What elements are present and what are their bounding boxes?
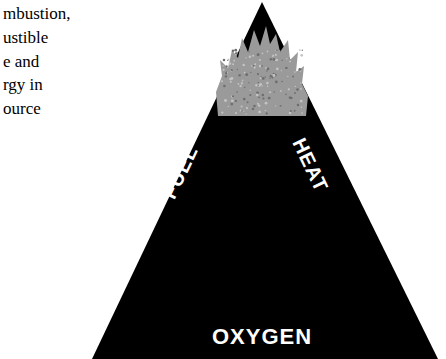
triangle-shape — [90, 0, 440, 359]
body-text-line: mbustion, — [3, 4, 71, 24]
fire-triangle: FUELHEATOXYGEN — [90, 0, 440, 359]
base-label: OXYGEN — [212, 325, 312, 349]
body-text-line: e and — [3, 52, 39, 72]
body-text-line: ustible — [3, 28, 48, 48]
flame-illustration — [216, 26, 308, 116]
body-text-line: rgy in — [3, 75, 43, 95]
body-text-line: ource — [3, 99, 41, 119]
